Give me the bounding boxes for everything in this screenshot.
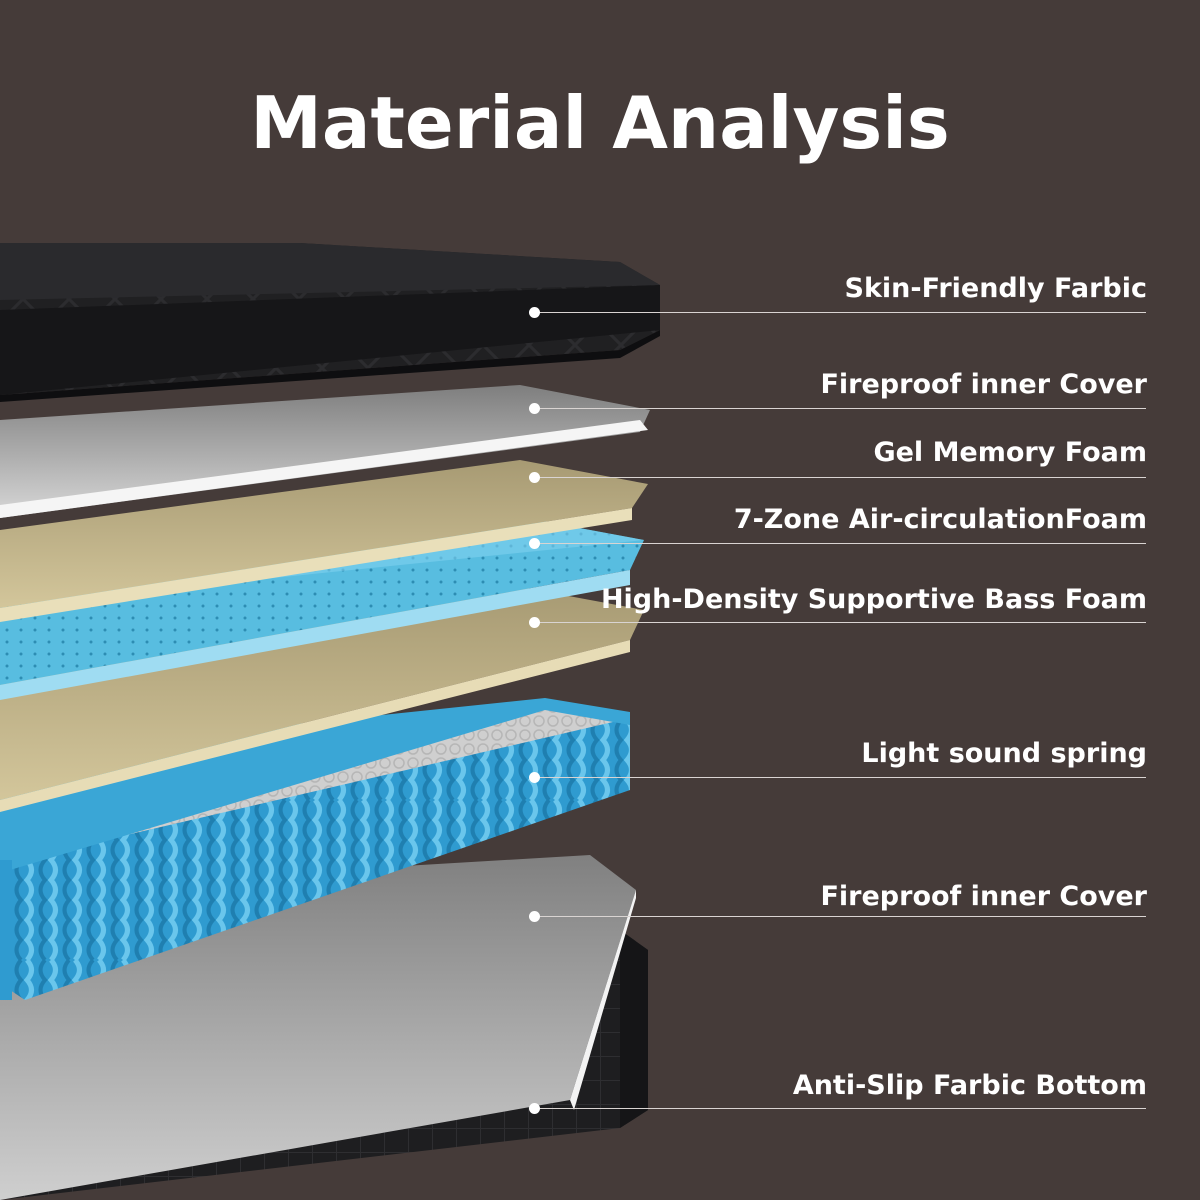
marker-fireproof-cover-bottom: [529, 911, 540, 922]
leader-fireproof-cover-top: [534, 408, 1146, 409]
label-skin-fabric: Skin-Friendly Farbic: [844, 273, 1147, 304]
leader-gel-foam: [534, 477, 1146, 478]
leader-fireproof-cover-bottom: [534, 916, 1146, 917]
label-base-foam: High-Density Supportive Bass Foam: [600, 584, 1147, 615]
leader-air-foam: [534, 543, 1146, 544]
label-gel-foam: Gel Memory Foam: [873, 437, 1147, 468]
label-air-foam: 7-Zone Air-circulationFoam: [733, 504, 1147, 535]
marker-gel-foam: [529, 472, 540, 483]
leader-spring: [534, 777, 1146, 778]
marker-base-foam: [529, 617, 540, 628]
marker-spring: [529, 772, 540, 783]
marker-bottom-fabric: [529, 1103, 540, 1114]
leader-base-foam: [534, 622, 1146, 623]
label-spring: Light sound spring: [861, 738, 1147, 769]
top-cover-layer: [0, 385, 650, 518]
label-fireproof-cover-bottom: Fireproof inner Cover: [820, 881, 1147, 912]
leader-skin-fabric: [534, 312, 1146, 313]
skin-fabric-layer: [0, 243, 660, 402]
marker-fireproof-cover-top: [529, 403, 540, 414]
marker-skin-fabric: [529, 307, 540, 318]
label-fireproof-cover-top: Fireproof inner Cover: [820, 369, 1147, 400]
marker-air-foam: [529, 538, 540, 549]
label-bottom-fabric: Anti-Slip Farbic Bottom: [792, 1070, 1147, 1101]
leader-bottom-fabric: [534, 1108, 1146, 1109]
gel-foam-layer: [0, 460, 648, 622]
page-title: Material Analysis: [250, 81, 950, 165]
